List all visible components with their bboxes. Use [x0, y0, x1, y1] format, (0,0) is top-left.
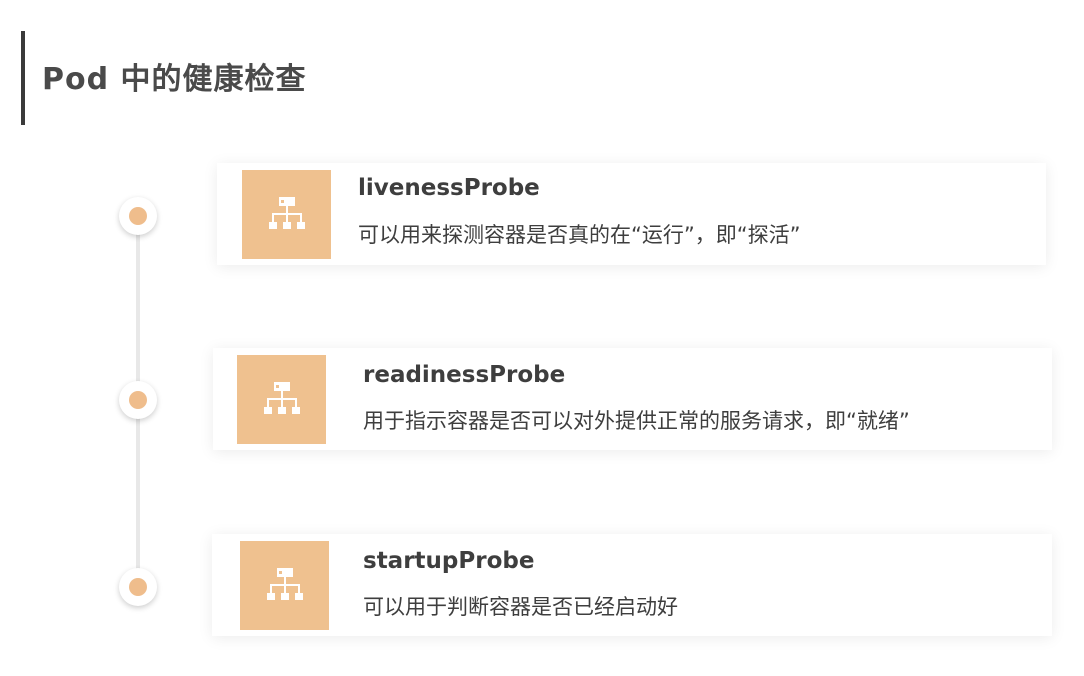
probe-name: livenessProbe	[358, 175, 540, 201]
probe-name: startupProbe	[363, 548, 535, 574]
hierarchy-icon	[264, 382, 300, 414]
timeline-dot-startup	[119, 568, 157, 606]
probe-name: readinessProbe	[363, 362, 566, 388]
probe-description: 可以用来探测容器是否真的在“运行”，即“探活”	[358, 223, 801, 247]
card-icon-box	[237, 355, 326, 444]
page-title: Pod 中的健康检查	[42, 62, 307, 97]
probe-description: 用于指示容器是否可以对外提供正常的服务请求，即“就绪”	[363, 409, 910, 433]
timeline-dot-liveness	[119, 197, 157, 235]
probe-card-readiness: readinessProbe 用于指示容器是否可以对外提供正常的服务请求，即“就…	[213, 348, 1052, 450]
card-icon-box	[242, 170, 331, 259]
probe-description: 可以用于判断容器是否已经启动好	[363, 595, 678, 619]
probe-card-startup: startupProbe 可以用于判断容器是否已经启动好	[212, 534, 1052, 636]
timeline-dot-readiness	[119, 381, 157, 419]
card-icon-box	[240, 541, 329, 630]
hierarchy-icon	[269, 197, 305, 229]
hierarchy-icon	[267, 568, 303, 600]
title-accent-bar	[21, 31, 25, 125]
probe-card-liveness: livenessProbe 可以用来探测容器是否真的在“运行”，即“探活”	[217, 163, 1046, 265]
